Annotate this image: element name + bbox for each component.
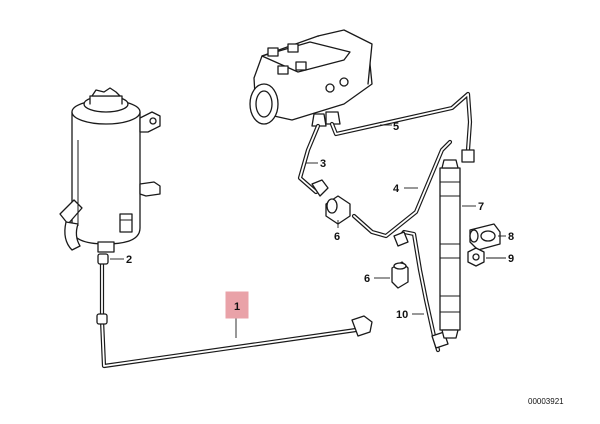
bracket-clamp (469, 223, 501, 251)
hydraulic-unit (249, 29, 373, 127)
expansion-tank (59, 87, 161, 253)
callout-7-label: 7 (478, 201, 484, 213)
hex-nut (467, 247, 485, 267)
callout-2-label: 2 (126, 254, 132, 266)
callout-1: 1 (225, 291, 249, 319)
callout-9-label: 9 (508, 253, 514, 265)
callout-4-label: 4 (393, 183, 400, 195)
callout-1-highlight (225, 291, 249, 319)
callout-3-label: 3 (320, 158, 326, 170)
callout-6-upper-label: 6 (334, 231, 340, 243)
callout-8-label: 8 (508, 231, 514, 243)
filter-assembly (439, 159, 461, 339)
diagram-number: 00003921 (528, 397, 564, 406)
callout-6-lower-label: 6 (364, 273, 370, 285)
union-fitting-upper (325, 195, 351, 225)
callout-1-label: 1 (234, 301, 240, 313)
union-fitting-lower (391, 261, 409, 289)
callout-10-label: 10 (396, 309, 408, 321)
pipe-fittings (96, 149, 475, 349)
callout-5-label: 5 (393, 121, 399, 133)
brake-lines (99, 91, 473, 369)
callout-leaders (110, 124, 506, 338)
